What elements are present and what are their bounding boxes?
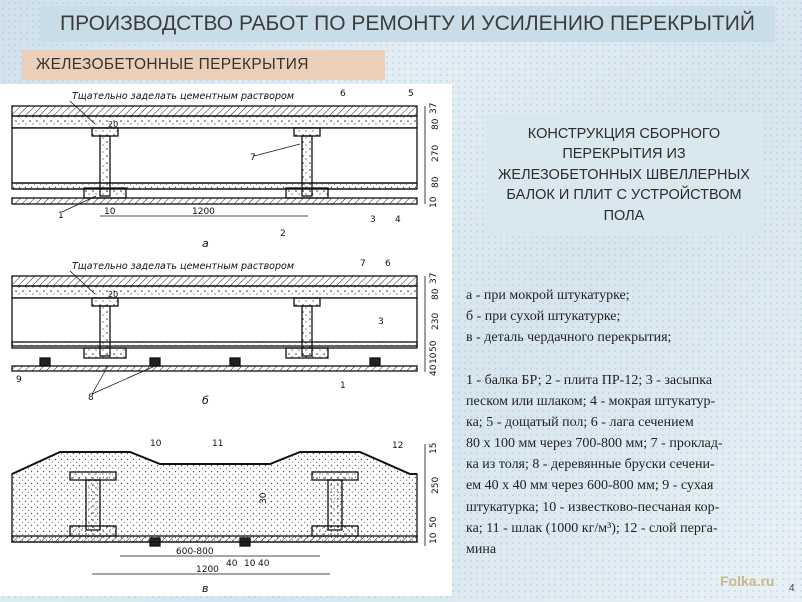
svg-text:20: 20 bbox=[108, 120, 118, 129]
legend-item: а - при мокрой штукатурке; bbox=[466, 288, 630, 303]
svg-text:250: 250 bbox=[431, 477, 441, 494]
svg-text:50: 50 bbox=[429, 516, 439, 528]
svg-text:7: 7 bbox=[250, 153, 256, 163]
svg-text:1: 1 bbox=[58, 211, 64, 221]
svg-text:3: 3 bbox=[378, 317, 384, 327]
figure-legend: а - при мокрой штукатурке; б - при сухой… bbox=[466, 285, 796, 348]
svg-text:5: 5 bbox=[408, 89, 414, 99]
legend-item: в - деталь чердачного перекрытия; bbox=[466, 330, 672, 345]
svg-text:1200: 1200 bbox=[196, 565, 219, 575]
svg-text:12: 12 bbox=[392, 441, 403, 451]
svg-text:230: 230 bbox=[431, 313, 441, 330]
svg-text:8: 8 bbox=[88, 393, 94, 403]
svg-text:80: 80 bbox=[431, 118, 441, 130]
key-line: ка; 5 - дощатый пол; 6 - лага сечением bbox=[466, 415, 694, 431]
svg-text:б: б bbox=[202, 394, 209, 407]
svg-text:в: в bbox=[202, 582, 208, 595]
legend-item: б - при сухой штукатурке; bbox=[466, 309, 621, 324]
svg-text:37: 37 bbox=[429, 273, 439, 284]
svg-text:37: 37 bbox=[429, 103, 439, 114]
svg-text:15: 15 bbox=[429, 443, 439, 454]
svg-text:а: а bbox=[202, 237, 209, 250]
note-a: Тщательно заделать цементным раствором bbox=[72, 91, 294, 102]
svg-text:3: 3 bbox=[370, 215, 376, 225]
key-line: ем 40 х 40 мм через 600-800 мм; 9 - суха… bbox=[466, 478, 714, 494]
svg-text:9: 9 bbox=[16, 375, 22, 385]
svg-text:40: 40 bbox=[226, 559, 238, 569]
svg-text:80: 80 bbox=[431, 176, 441, 188]
svg-text:40: 40 bbox=[258, 559, 270, 569]
svg-text:10: 10 bbox=[244, 559, 256, 569]
key-line: 80 х 100 мм через 700-800 мм; 7 - прокла… bbox=[466, 436, 723, 452]
key-line: ка из толя; 8 - деревянные бруски сечени… bbox=[466, 457, 715, 473]
note-b: Тщательно заделать цементным раствором bbox=[72, 261, 294, 272]
key-line: штукатурка; 10 - известково-песчаная кор… bbox=[466, 499, 720, 515]
key-line: мина bbox=[466, 541, 497, 557]
svg-text:10: 10 bbox=[429, 352, 439, 364]
svg-text:4: 4 bbox=[395, 215, 401, 225]
svg-text:30: 30 bbox=[259, 492, 269, 504]
svg-text:50: 50 bbox=[429, 340, 439, 352]
svg-text:1: 1 bbox=[340, 381, 346, 391]
svg-text:7: 7 bbox=[360, 259, 366, 269]
svg-text:11: 11 bbox=[212, 439, 223, 449]
svg-text:6: 6 bbox=[385, 259, 391, 269]
svg-text:6: 6 bbox=[340, 89, 346, 99]
svg-text:10: 10 bbox=[104, 207, 116, 217]
svg-text:10: 10 bbox=[429, 532, 439, 544]
svg-text:1200: 1200 bbox=[192, 207, 215, 217]
svg-text:10: 10 bbox=[150, 439, 162, 449]
svg-text:40: 40 bbox=[429, 364, 439, 376]
site-watermark: Folka.ru bbox=[720, 573, 775, 589]
figure-b: Тщательно заделать цементным раствором 3… bbox=[11, 259, 441, 407]
slide-title: ПРОИЗВОДСТВО РАБОТ ПО РЕМОНТУ И УСИЛЕНИЮ… bbox=[40, 6, 775, 42]
figure-c: 15 250 50 10 30 600-800 40 10 40 1200 в … bbox=[11, 439, 441, 595]
key-line: ка; 11 - шлак (1000 кг/м³); 12 - слой пе… bbox=[466, 520, 718, 536]
key-line: песком или шлаком; 4 - мокрая штукатур- bbox=[466, 394, 716, 410]
svg-text:600-800: 600-800 bbox=[176, 547, 214, 557]
slide-subtitle: ЖЕЛЕЗОБЕТОННЫЕ ПЕРЕКРЫТИЯ bbox=[22, 50, 385, 80]
drawing-caption: КОНСТРУКЦИЯ СБОРНОГО ПЕРЕКРЫТИЯ ИЗ ЖЕЛЕЗ… bbox=[486, 114, 762, 236]
svg-text:2: 2 bbox=[280, 229, 286, 239]
page-number: 4 bbox=[789, 583, 795, 594]
svg-text:10: 10 bbox=[429, 196, 439, 208]
figure-a: Тщательно заделать цементным раствором 3… bbox=[11, 89, 441, 250]
svg-text:80: 80 bbox=[431, 288, 441, 300]
technical-drawing: Тщательно заделать цементным раствором 3… bbox=[0, 84, 452, 596]
svg-text:20: 20 bbox=[108, 290, 118, 299]
component-key: 1 - балка БР; 2 - плита ПР-12; 3 - засып… bbox=[466, 370, 796, 560]
svg-text:270: 270 bbox=[431, 145, 441, 162]
key-line: 1 - балка БР; 2 - плита ПР-12; 3 - засып… bbox=[466, 373, 713, 388]
